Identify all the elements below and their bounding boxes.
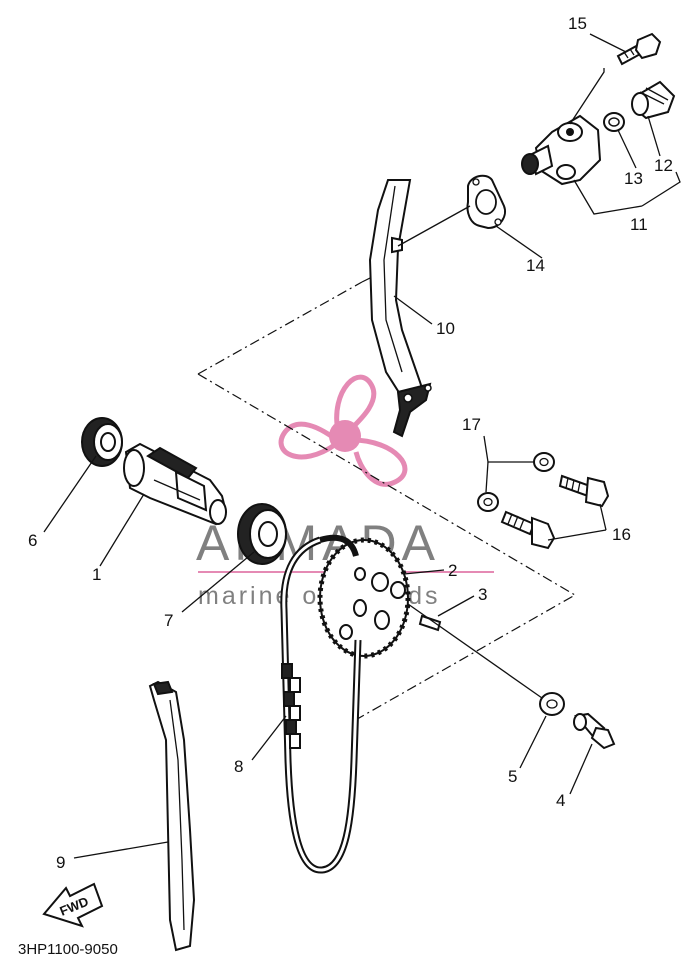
washer-17-upper (533, 452, 555, 472)
tensioner-gasket-14 (466, 174, 506, 230)
part-label-6: 6 (28, 531, 37, 550)
part-label-11: 11 (630, 215, 648, 234)
chain-links-detail (281, 663, 301, 749)
part-label-2: 2 (448, 561, 457, 580)
bearing-7 (237, 503, 287, 565)
part-label-7: 7 (164, 611, 173, 630)
part-label-3: 3 (478, 585, 487, 604)
part-label-13: 13 (624, 169, 643, 188)
part-label-15: 15 (568, 14, 587, 33)
bolt-16-lower (500, 510, 556, 550)
part-labels: 15 12 13 11 14 10 17 16 6 1 7 2 3 8 5 4 … (28, 14, 673, 872)
chain-guide-front (148, 680, 196, 952)
tensioner-assembly (521, 114, 602, 186)
part-label-1: 1 (92, 565, 101, 584)
part-label-14: 14 (526, 256, 545, 275)
pin-3 (418, 614, 442, 632)
cap-bolt-12 (631, 80, 676, 120)
gasket-13 (603, 112, 625, 132)
washer-17-lower (477, 492, 499, 512)
leader-lines (43, 33, 681, 859)
part-label-17: 17 (462, 415, 481, 434)
cam-sprocket (317, 537, 411, 659)
propeller-logo-icon (278, 374, 408, 487)
bolt-16-upper (558, 474, 610, 508)
part-label-16: 16 (612, 525, 631, 544)
camshaft (123, 442, 228, 526)
part-label-10: 10 (436, 319, 455, 338)
part-label-5: 5 (508, 767, 517, 786)
bolt-15 (616, 32, 662, 66)
bearing-6 (81, 417, 123, 467)
washer-5 (539, 692, 565, 716)
part-label-12: 12 (654, 156, 673, 175)
part-label-9: 9 (56, 853, 65, 872)
part-label-8: 8 (234, 757, 243, 776)
part-label-4: 4 (556, 791, 565, 810)
bolt-4 (573, 712, 616, 750)
diagram-code: 3HP1100-9050 (18, 941, 118, 958)
chain-guide-rear (368, 179, 432, 438)
fwd-arrow-icon: FWD (42, 882, 104, 928)
timing-chain (280, 534, 362, 874)
